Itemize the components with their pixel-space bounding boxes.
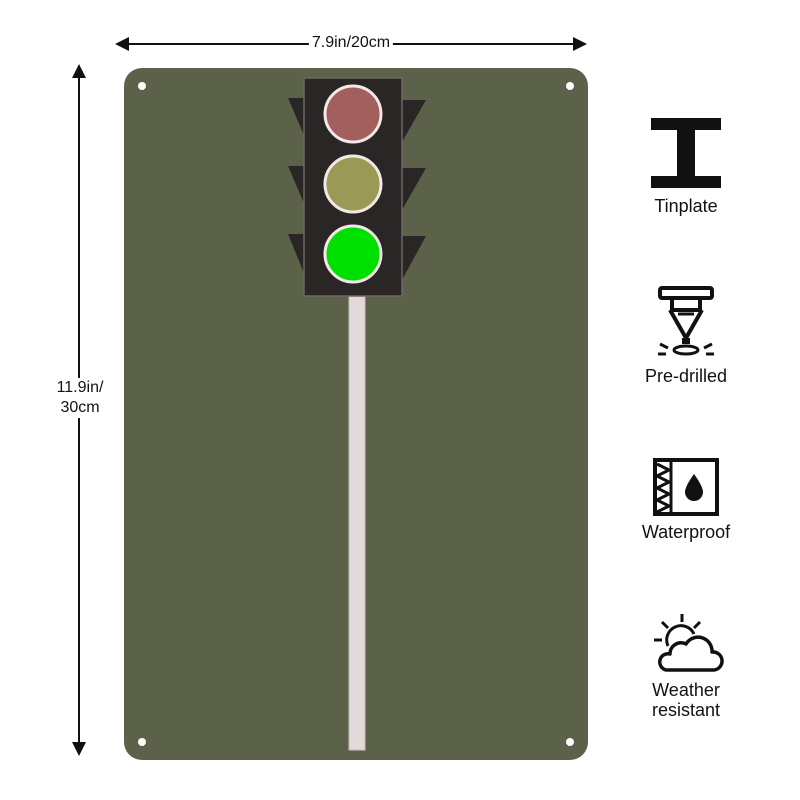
feature-label: Tinplate	[654, 196, 718, 216]
mounting-hole	[566, 82, 574, 90]
feature-label-line1: Weather	[652, 680, 720, 700]
left-visor	[288, 166, 306, 208]
right-visor	[402, 168, 426, 210]
feature-label: Waterproof	[641, 522, 731, 542]
feature-label: Pre-drilled	[644, 366, 728, 386]
width-label: 7.9in/20cm	[308, 33, 394, 53]
feature-label-line2: resistant	[651, 700, 721, 720]
red-light	[323, 84, 383, 144]
traffic-light-illustration	[288, 77, 426, 751]
traffic-light-pole	[348, 295, 366, 751]
feature-weather-resistant: Weather resistant	[616, 612, 756, 720]
mounting-hole	[566, 738, 574, 746]
sun-cloud-icon	[654, 614, 724, 672]
top-arrowhead	[72, 64, 86, 78]
height-label-line1: 11.9in/	[56, 379, 104, 396]
height-label: 11.9in/ 30cm	[28, 378, 132, 418]
feature-pre-drilled: Pre-drilled	[616, 284, 756, 386]
left-arrowhead	[115, 37, 129, 51]
left-visor	[288, 98, 306, 140]
feature-label: Weather resistant	[616, 680, 756, 720]
mounting-hole	[138, 82, 146, 90]
mounting-hole	[138, 738, 146, 746]
height-label-line2: 30cm	[60, 399, 100, 416]
width-dimension: 7.9in/20cm	[115, 30, 587, 56]
green-light	[323, 224, 383, 284]
drill-icon	[658, 286, 714, 356]
water-drop-icon	[653, 458, 719, 516]
right-arrowhead	[573, 37, 587, 51]
feature-waterproof: Waterproof	[616, 458, 756, 542]
yellow-light	[323, 154, 383, 214]
left-visor	[288, 234, 306, 278]
feature-tinplate: Tinplate	[616, 116, 756, 216]
metal-sign-plate	[124, 68, 588, 760]
right-visor	[402, 100, 426, 142]
i-beam-icon	[651, 118, 721, 188]
bottom-arrowhead	[72, 742, 86, 756]
right-visor	[402, 236, 426, 280]
